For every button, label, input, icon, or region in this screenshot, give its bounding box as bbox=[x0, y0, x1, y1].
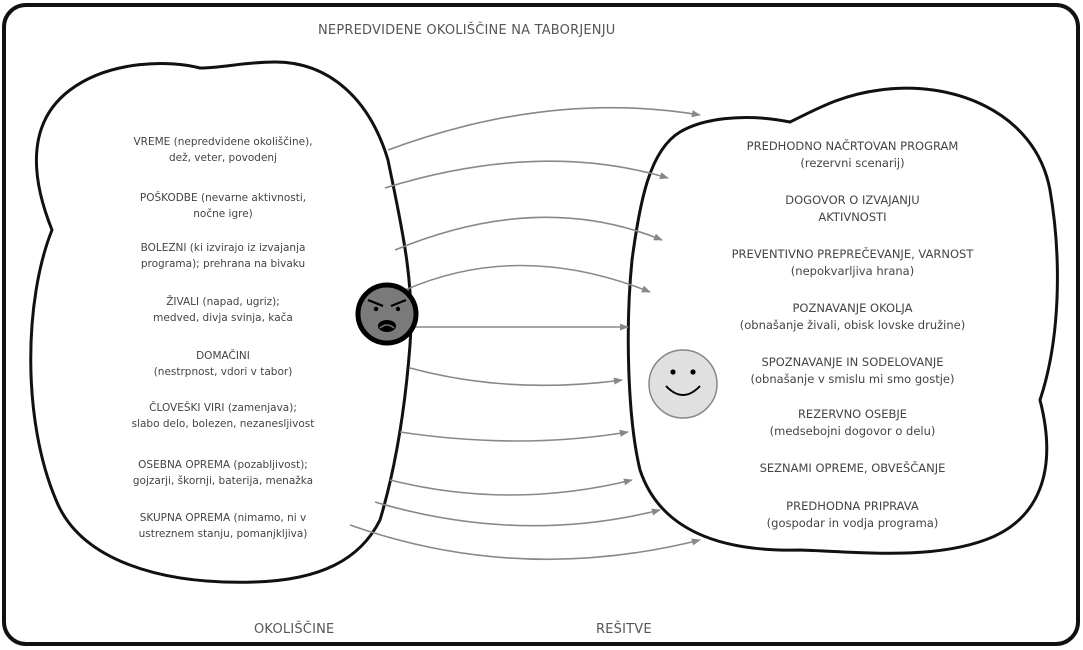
solution-cooperation: SPOZNAVANJE IN SODELOVANJE(obnašanje v s… bbox=[750, 355, 955, 386]
solutions-caption: REŠITVE bbox=[596, 622, 652, 637]
circumstance-weather: VREME (nepredvidene okoliščine),dež, vet… bbox=[133, 136, 313, 164]
solution-preparation: PREDHODNA PRIPRAVA(gospodar in vodja pro… bbox=[766, 499, 939, 530]
circumstances-cloud bbox=[29, 60, 413, 584]
arrow-7 bbox=[399, 429, 629, 442]
arrow-4 bbox=[404, 264, 651, 293]
circumstance-animals: ŽIVALI (napad, ugriz);medved, divja svin… bbox=[153, 296, 293, 324]
smiley-face-icon bbox=[648, 349, 718, 419]
circumstance-locals: DOMAČINI(nestrpnost, vdori v tabor) bbox=[153, 350, 293, 378]
arrow-6 bbox=[409, 367, 623, 387]
solution-prevention-safety: PREVENTIVNO PREPREČEVANJE, VARNOST(nepok… bbox=[731, 247, 974, 278]
solution-planned-program: PREDHODNO NAČRTOVAN PROGRAM(rezervni sce… bbox=[746, 139, 959, 170]
arrows-group bbox=[349, 106, 701, 561]
solution-knowing-environment: POZNAVANJE OKOLJA(obnašanje živali, obis… bbox=[739, 301, 966, 332]
arrow-2 bbox=[384, 160, 669, 189]
angry-face-icon bbox=[355, 282, 419, 346]
circumstance-injuries: POŠKODBE (nevarne aktivnosti,nočne igre) bbox=[139, 192, 307, 220]
solution-equipment-lists: SEZNAMI OPREME, OBVEŠČANJE bbox=[759, 461, 946, 475]
solutions-cloud bbox=[626, 86, 1059, 555]
solution-reserve-staff: REZERVNO OSEBJE(medsebojni dogovor o del… bbox=[769, 407, 936, 438]
circumstances-caption: OKOLIŠČINE bbox=[254, 622, 335, 637]
arrow-3 bbox=[394, 216, 663, 251]
arrow-8 bbox=[389, 478, 633, 496]
arrow-9 bbox=[374, 501, 661, 527]
circumstance-human-resources: ČLOVEŠKI VIRI (zamenjava);slabo delo, bo… bbox=[131, 402, 315, 430]
diagram-title: NEPREDVIDENE OKOLIŠČINE NA TABORJENJU bbox=[318, 23, 616, 38]
arrow-10 bbox=[349, 524, 701, 561]
arrow-1 bbox=[387, 106, 701, 151]
circumstance-personal-equipment: OSEBNA OPREMA (pozabljivost);gojzarji, š… bbox=[132, 459, 314, 487]
